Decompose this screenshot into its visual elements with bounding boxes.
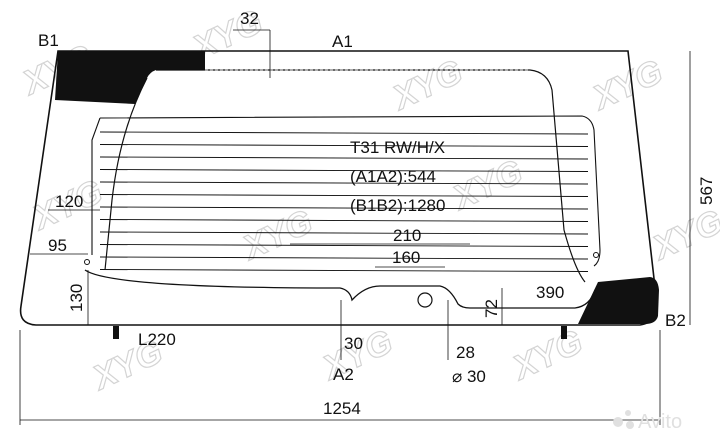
dim-210: 210 (393, 226, 421, 245)
heater-line (99, 156, 589, 160)
a1a2-value: (A1A2):544 (350, 167, 436, 186)
dim-height: 567 (697, 177, 716, 205)
heater-line (99, 256, 589, 260)
heater-line (99, 181, 589, 185)
heater-line (99, 244, 589, 247)
point-b1: B1 (38, 31, 59, 50)
dim-left-edge: 95 (48, 236, 67, 255)
svg-text:XYG: XYG (316, 322, 399, 388)
dim-top-band: 32 (240, 9, 259, 28)
heater-line (99, 194, 589, 197)
svg-text:XYG: XYG (586, 52, 669, 118)
ceramic-band-b1 (55, 51, 205, 104)
heater-line (99, 219, 589, 222)
svg-text:XYG: XYG (506, 322, 589, 388)
inner-frame (156, 69, 586, 283)
dim-bottom-left: 130 (67, 284, 86, 312)
right-terminal (593, 252, 599, 258)
dim-160: 160 (392, 248, 420, 267)
point-a2: A2 (333, 365, 354, 384)
heater-frame (91, 115, 601, 267)
svg-text:XYG: XYG (386, 52, 469, 118)
heater-line (99, 169, 589, 172)
hole-circle (417, 292, 433, 308)
bottom-cutout (84, 269, 596, 309)
left-clip (113, 326, 119, 339)
dim-a2-offset: 30 (344, 334, 363, 353)
point-b2: B2 (665, 311, 686, 330)
dim-l220: L220 (138, 330, 176, 349)
dim-left-offset: 120 (55, 192, 83, 211)
dim-hole-offset: 28 (456, 343, 475, 362)
svg-text:Avito: Avito (638, 411, 682, 433)
b1b2-value: (B1B2):1280 (350, 196, 445, 215)
part-code: T31 RW/H/X (350, 138, 445, 157)
avito-watermark: Avito (613, 410, 682, 433)
svg-text:XYG: XYG (646, 202, 720, 268)
heater-line (99, 131, 589, 135)
point-a1: A1 (332, 32, 353, 51)
right-clip (561, 326, 567, 339)
inner-frame-left (104, 77, 148, 271)
left-terminal (84, 259, 90, 265)
heater-line (99, 231, 589, 235)
ceramic-band-b2 (578, 277, 659, 324)
dim-cutout-height: 72 (482, 299, 501, 318)
dimension-lines (19, 29, 691, 425)
dim-width: 1254 (323, 399, 361, 418)
dim-390: 390 (536, 283, 564, 302)
dim-hole-diameter: ⌀ 30 (452, 367, 486, 386)
heater-line (99, 144, 589, 147)
heater-grid-lines (99, 131, 589, 272)
heater-line (99, 206, 589, 210)
heater-line (99, 269, 589, 272)
